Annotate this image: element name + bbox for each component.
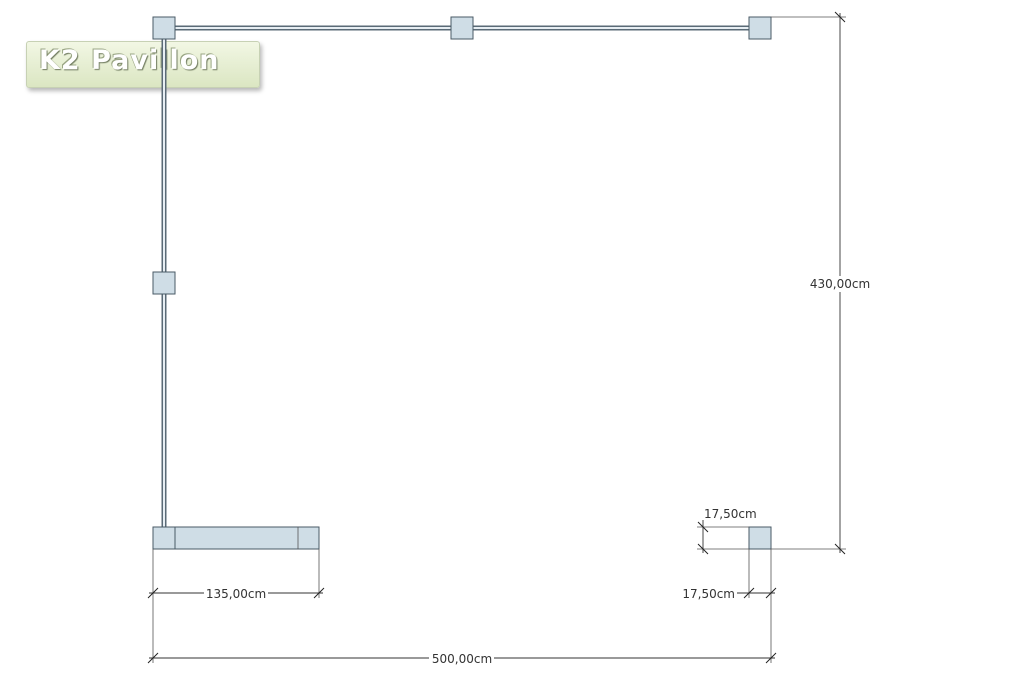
post-left-middle [152,271,176,295]
dimension-post-horizontal-label: 17,50cm [682,587,735,601]
logo-text: K2 Pavillon [39,45,220,76]
dimension-depth-label: 430,00cm [810,277,870,291]
dimension-post-horizontal: 17,50cm [682,549,777,601]
post-bottom-right [748,526,772,550]
dimension-opening-label: 135,00cm [206,587,266,601]
dimension-width: 500,00cm [147,598,777,666]
post-top-left [152,16,176,40]
post-top-right [748,16,772,40]
dimension-width-label: 500,00cm [432,652,492,666]
dimension-opening: 135,00cm [147,549,325,663]
post-top-middle [450,16,474,40]
dimension-post-vertical: 17,50cm [697,507,757,555]
dimension-depth: 430,00cm [771,11,870,555]
bottom-wall-segment [152,526,320,550]
dimension-post-vertical-label: 17,50cm [704,507,757,521]
post-bottom-left [152,526,176,550]
brand-logo: K2 Pavillon [26,41,260,88]
